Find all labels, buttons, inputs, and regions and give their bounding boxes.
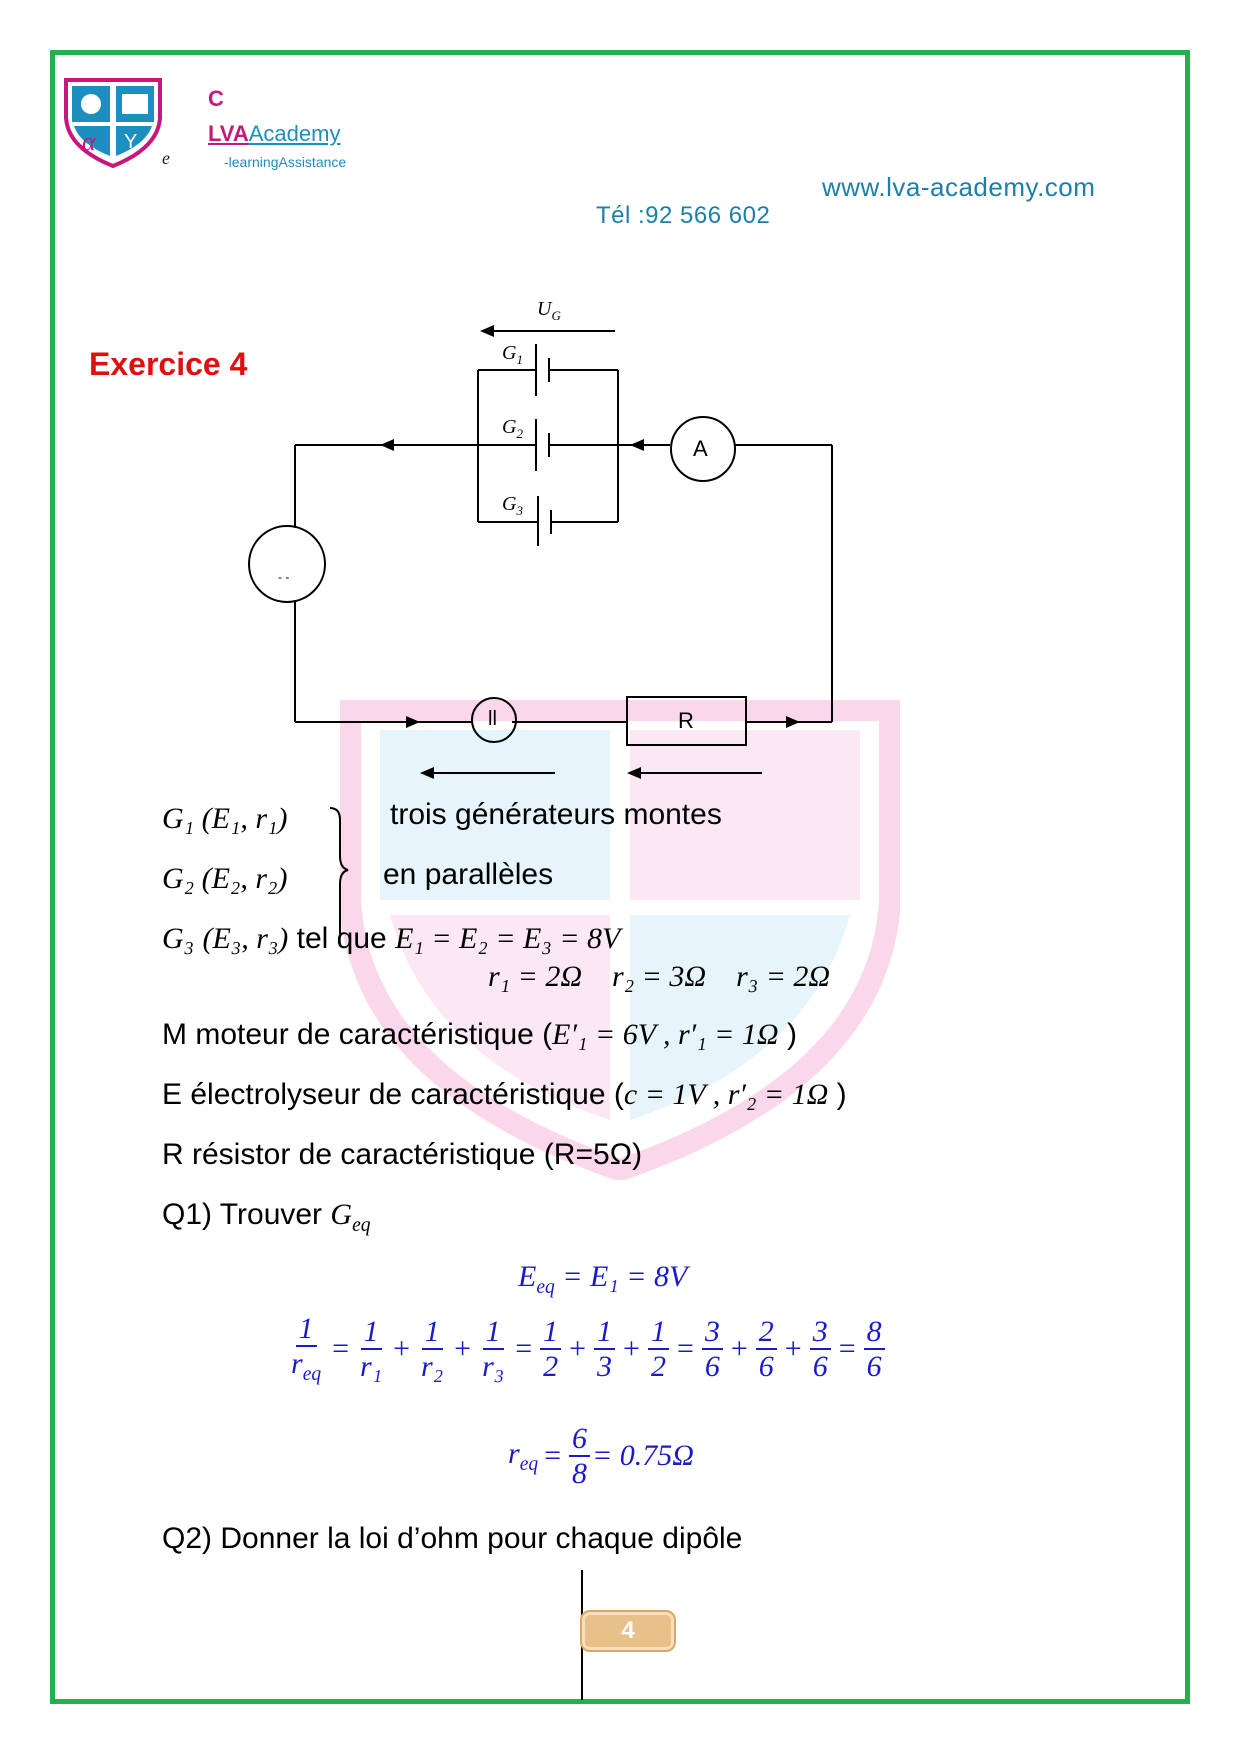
- label-g3: G3: [502, 493, 523, 518]
- eeq-equation: Eeq = E₁ = 8V: [518, 1260, 688, 1298]
- logo-academy: Academy: [248, 121, 341, 146]
- page-border: [50, 50, 1190, 1704]
- watermark-logo: [340, 700, 900, 1180]
- resistor-characteristic: R résistor de caractéristique (R=5Ω): [162, 1138, 643, 1171]
- brace-icon: [329, 807, 349, 934]
- exercise-title: Exercice 4: [89, 346, 248, 382]
- logo-lva: LVA: [208, 121, 249, 146]
- motor-characteristic: M moteur de caractéristique (E′₁ = 6V , …: [162, 1018, 797, 1051]
- electrolyser-label: ll: [488, 708, 497, 730]
- label-g1: G1: [502, 342, 523, 367]
- svg-text:Y: Y: [124, 131, 137, 153]
- logo-e: e: [162, 148, 170, 168]
- parallel-text-2: en parallèles: [383, 858, 554, 891]
- logo-shield-icon: α Y: [64, 78, 162, 168]
- ammeter-symbol: [670, 416, 736, 482]
- svg-text:α: α: [82, 127, 97, 156]
- page-number: 4: [582, 1612, 674, 1650]
- g1-definition: G₁ (E₁, r₁): [162, 802, 288, 835]
- label-ug: UG: [537, 298, 561, 323]
- motor-symbol: [248, 525, 326, 603]
- website-link[interactable]: www.lva-academy.com: [822, 172, 1096, 202]
- question-2: Q2) Donner la loi d’ohm pour chaque dipô…: [162, 1522, 743, 1555]
- logo-name: LVAAcademy: [208, 121, 340, 147]
- parallel-text-1: trois générateurs montes: [390, 798, 722, 831]
- electrolyser-characteristic: E électrolyseur de caractéristique (c = …: [162, 1078, 847, 1111]
- phone-number: Tél :92 566 602: [596, 202, 771, 229]
- motor-label: - -: [278, 570, 290, 584]
- ammeter-label: A: [693, 436, 708, 461]
- logo-letter-c: C: [208, 86, 224, 111]
- resistance-values: r₁ = 2Ω r₂ = 3Ω r₃ = 2Ω: [488, 960, 831, 993]
- g2-definition: G₂ (E₂, r₂): [162, 862, 288, 895]
- circuit-diagram: [248, 325, 833, 779]
- resistor-label: R: [678, 708, 694, 733]
- label-g2: G2: [502, 416, 523, 441]
- electrolyser-symbol: [471, 697, 517, 743]
- g3-definition: G₃ (E₃, r₃) tel que E₁ = E₂ = E₃ = 8V: [162, 922, 621, 955]
- logo-tagline: -learningAssistance: [224, 154, 347, 170]
- question-1: Q1) Trouver Geq: [162, 1198, 371, 1236]
- resistor-symbol: [626, 696, 747, 746]
